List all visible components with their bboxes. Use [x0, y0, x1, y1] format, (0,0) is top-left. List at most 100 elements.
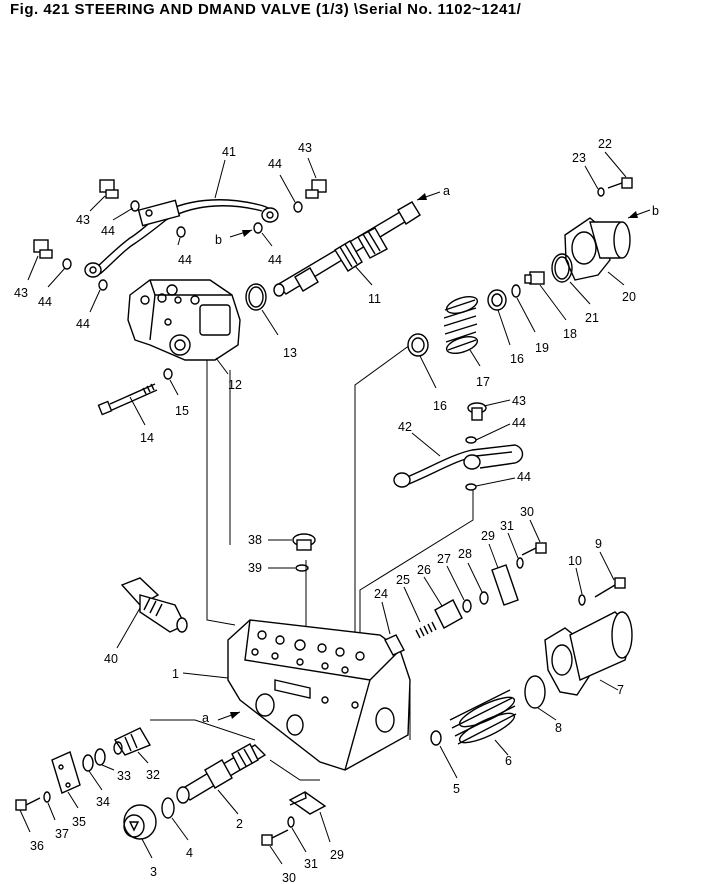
o-ring-5	[430, 730, 442, 746]
label-43-a: 43	[76, 213, 90, 227]
label-25: 25	[396, 573, 410, 587]
pipe-41	[84, 199, 279, 278]
label-29-b: 29	[330, 848, 344, 862]
label-28: 28	[458, 547, 472, 561]
label-29-a: 29	[481, 529, 495, 543]
label-35: 35	[72, 815, 86, 829]
label-5: 5	[453, 782, 460, 796]
cover-7	[544, 611, 633, 696]
label-34: 34	[96, 795, 110, 809]
washer-37	[43, 791, 51, 803]
flow-arrow-a-bottom: a	[202, 711, 241, 725]
label-37: 37	[55, 827, 69, 841]
label-11: 11	[368, 292, 381, 306]
label-31-b: 31	[304, 857, 318, 871]
o-ring-13	[245, 283, 267, 311]
label-27: 27	[437, 552, 451, 566]
label-30-a: 30	[520, 505, 534, 519]
label-44-h: 44	[517, 470, 531, 484]
label-14: 14	[140, 431, 154, 445]
label-36: 36	[30, 839, 44, 853]
bolt-30-a	[521, 542, 547, 556]
bolt-14	[97, 383, 158, 416]
label-6: 6	[505, 754, 512, 768]
label-33: 33	[117, 769, 131, 783]
label-15: 15	[175, 404, 189, 418]
label-32: 32	[146, 768, 160, 782]
label-44-e: 44	[268, 157, 282, 171]
collar-16-a	[487, 289, 507, 311]
label-31-a: 31	[500, 519, 514, 533]
o-ring-21	[551, 253, 573, 283]
bolt-9	[594, 577, 626, 598]
figure-title: Fig. 421 STEERING AND DMAND VALVE (1/3) …	[10, 1, 522, 18]
label-30-b: 30	[282, 871, 296, 884]
label-19: 19	[535, 341, 549, 355]
label-23: 23	[572, 151, 586, 165]
label-39: 39	[248, 561, 262, 575]
o-ring-8	[524, 675, 546, 709]
spring-6	[449, 689, 517, 745]
o-ring-4	[161, 797, 175, 819]
bolt-22	[607, 177, 633, 189]
label-44-g: 44	[512, 416, 526, 430]
flow-arrow-b-right: b	[627, 204, 659, 219]
label-17: 17	[476, 375, 490, 389]
label-13: 13	[283, 346, 297, 360]
piston-26	[434, 599, 463, 629]
washer-15	[163, 368, 173, 380]
svg-text:b: b	[652, 204, 659, 218]
label-18: 18	[563, 327, 577, 341]
valve-body-1	[227, 619, 411, 771]
label-8: 8	[555, 721, 562, 735]
label-40: 40	[104, 652, 118, 666]
washer-31-a	[516, 557, 524, 569]
o-ring-33	[94, 748, 106, 766]
spool-11	[273, 201, 421, 297]
cover-20	[564, 217, 631, 281]
spring-25	[415, 621, 437, 639]
label-16-b: 16	[433, 399, 447, 413]
pipe-42	[393, 444, 524, 488]
label-43-c: 43	[298, 141, 312, 155]
bolt-36	[15, 797, 41, 811]
label-9: 9	[595, 537, 602, 551]
o-ring-19	[511, 284, 521, 298]
washer-31-b	[287, 816, 295, 828]
svg-text:a: a	[443, 184, 450, 198]
plug-18	[524, 271, 545, 285]
label-22: 22	[598, 137, 612, 151]
label-24: 24	[374, 587, 388, 601]
o-ring-39	[295, 564, 309, 572]
label-4: 4	[186, 846, 193, 860]
washer-10	[578, 594, 586, 606]
label-10: 10	[568, 554, 582, 568]
label-38: 38	[248, 533, 262, 547]
block-35	[51, 751, 81, 794]
flow-arrow-b-left: b	[215, 229, 253, 247]
valve-housing-12	[127, 279, 241, 361]
o-ring-34	[82, 754, 94, 772]
o-ring-27	[462, 599, 472, 613]
bolt-30-b	[261, 829, 289, 846]
plug-32	[113, 727, 152, 756]
label-42: 42	[398, 420, 412, 434]
banjo-bolt-43-c	[305, 179, 327, 199]
banjo-bolt-43-d	[467, 402, 487, 421]
label-3: 3	[150, 865, 157, 879]
o-ring-28	[479, 591, 489, 605]
label-43-b: 43	[14, 286, 28, 300]
flow-arrow-a-top: a	[416, 184, 450, 201]
label-1: 1	[172, 667, 179, 681]
svg-text:b: b	[215, 233, 222, 247]
collar-16-b	[407, 333, 429, 357]
label-20: 20	[622, 290, 636, 304]
label-41: 41	[222, 145, 236, 159]
cap-3	[123, 804, 157, 840]
label-44-d: 44	[178, 253, 192, 267]
svg-text:a: a	[202, 711, 209, 725]
banjo-bolt-43-a	[99, 179, 119, 199]
label-21: 21	[585, 311, 599, 325]
